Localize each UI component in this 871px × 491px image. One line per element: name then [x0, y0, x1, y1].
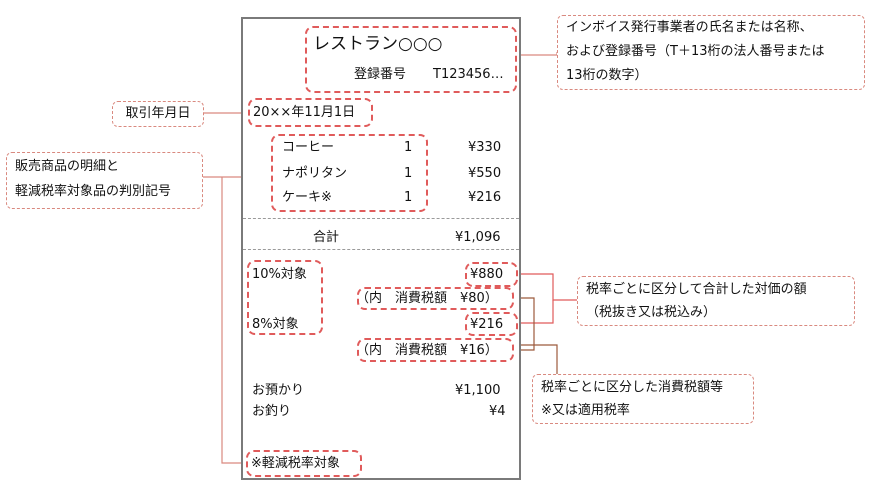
change-label: お釣り — [252, 404, 292, 419]
note-amounts-line-1: 税率ごとに区分して合計した対価の額 — [586, 282, 807, 297]
deposit-label: お預かり — [252, 383, 305, 398]
note-issuer-line-3: 13桁の数字） — [566, 68, 648, 83]
deposit-value: ¥1,100 — [455, 383, 501, 398]
note-amounts-line-2: （税抜き又は税込み） — [586, 305, 717, 320]
item-name-1: コーヒー — [282, 140, 335, 155]
rate10-amount: ¥880 — [470, 267, 504, 282]
rate8-label: 8%対象 — [252, 317, 299, 332]
item-qty-3: 1 — [404, 190, 413, 205]
change-value: ¥4 — [489, 404, 506, 419]
note-items-line-1: 販売商品の明細と — [15, 159, 120, 174]
note-taxes: 税率ごとに区分した消費税額等 ※又は適用税率 — [532, 374, 754, 424]
receipt — [241, 17, 521, 480]
rate8-tax: （内 消費税額 ¥16） — [356, 343, 498, 358]
connector-amount-10 — [517, 273, 577, 301]
transaction-date: 20××年11月1日 — [253, 105, 356, 120]
highlight-rate-labels — [247, 260, 323, 335]
note-issuer-line-1: インボイス発行事業者の氏名または名称、 — [566, 20, 813, 35]
highlight-rate10-amount — [465, 262, 518, 287]
rate8-amount: ¥216 — [470, 317, 504, 332]
reduced-rate-note: ※軽減税率対象 — [251, 456, 340, 471]
highlight-rate8-tax — [357, 338, 514, 362]
note-date-text: 取引年月日 — [125, 106, 191, 121]
highlight-rate8-amount — [465, 312, 518, 336]
divider-top — [243, 218, 519, 219]
item-qty-1: 1 — [404, 140, 413, 155]
total-label: 合計 — [313, 230, 340, 245]
note-amounts: 税率ごとに区分して合計した対価の額 （税抜き又は税込み） — [577, 276, 855, 326]
item-price-3: ¥216 — [468, 190, 502, 205]
rate10-label: 10%対象 — [252, 267, 307, 282]
highlight-rate10-tax — [357, 287, 514, 310]
highlight-reduced-note — [246, 450, 362, 477]
highlight-date — [248, 98, 373, 127]
store-name: レストラン○○○ — [313, 34, 443, 54]
item-price-2: ¥550 — [468, 166, 502, 181]
connector-reduced — [221, 177, 250, 464]
note-taxes-line-1: 税率ごとに区分した消費税額等 — [541, 380, 724, 395]
note-issuer-line-2: および登録番号（T＋13桁の法人番号または — [566, 44, 825, 59]
highlight-issuer — [305, 26, 517, 93]
note-taxes-line-2: ※又は適用税率 — [541, 403, 630, 418]
item-name-2: ナポリタン — [282, 166, 348, 181]
item-price-1: ¥330 — [468, 140, 502, 155]
note-items-line-2: 軽減税率対象品の判別記号 — [15, 184, 172, 199]
divider-bottom — [243, 249, 519, 250]
note-items: 販売商品の明細と 軽減税率対象品の判別記号 — [6, 152, 203, 209]
connector-amount-8 — [517, 300, 554, 324]
note-date: 取引年月日 — [112, 101, 204, 127]
rate10-tax: （内 消費税額 ¥80） — [356, 291, 498, 306]
registration-label: 登録番号 — [354, 67, 407, 82]
highlight-items — [271, 134, 428, 212]
item-qty-2: 1 — [404, 166, 413, 181]
total-value: ¥1,096 — [455, 230, 501, 245]
registration-number: T123456… — [433, 67, 504, 82]
item-name-3: ケーキ※ — [282, 190, 332, 205]
connector-issuer — [515, 52, 558, 56]
note-issuer: インボイス発行事業者の氏名または名称、 および登録番号（T＋13桁の法人番号また… — [557, 15, 865, 90]
